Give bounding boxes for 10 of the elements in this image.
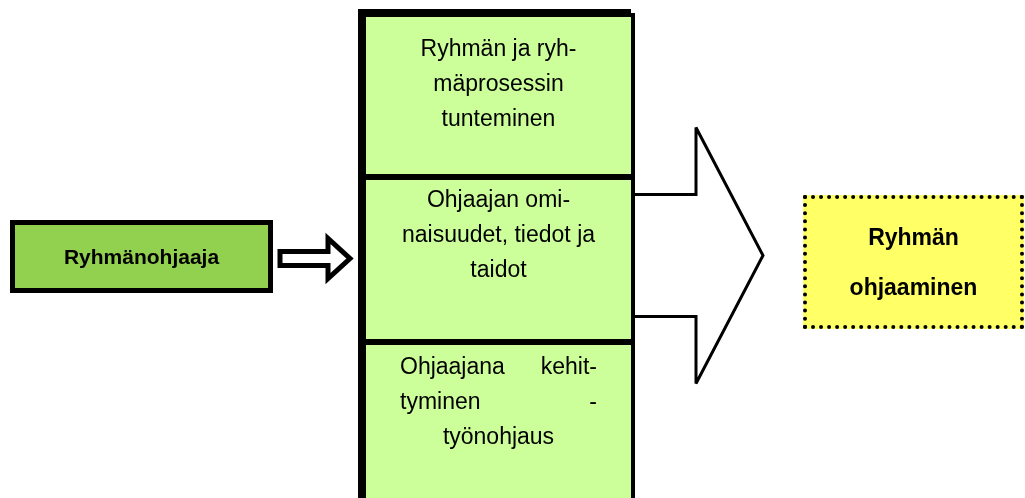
topic-text: Ohjaajan omi-naisuudet, tiedot ja taidot [400,185,597,284]
topic-box [362,341,635,498]
goal-label: Ryhmän ohjaaminen [848,223,979,302]
topic-text: Ohjaajana kehit-tyminen - työnohjaus [400,352,597,451]
block-arrow [277,232,354,285]
role-label: Ryhmänohjaaja [63,244,220,269]
topic-box [362,176,635,343]
goal-box [803,195,1024,329]
topic-text: Ryhmän ja ryh-mäprosessin tunteminen [419,34,578,133]
role-box [10,220,273,293]
